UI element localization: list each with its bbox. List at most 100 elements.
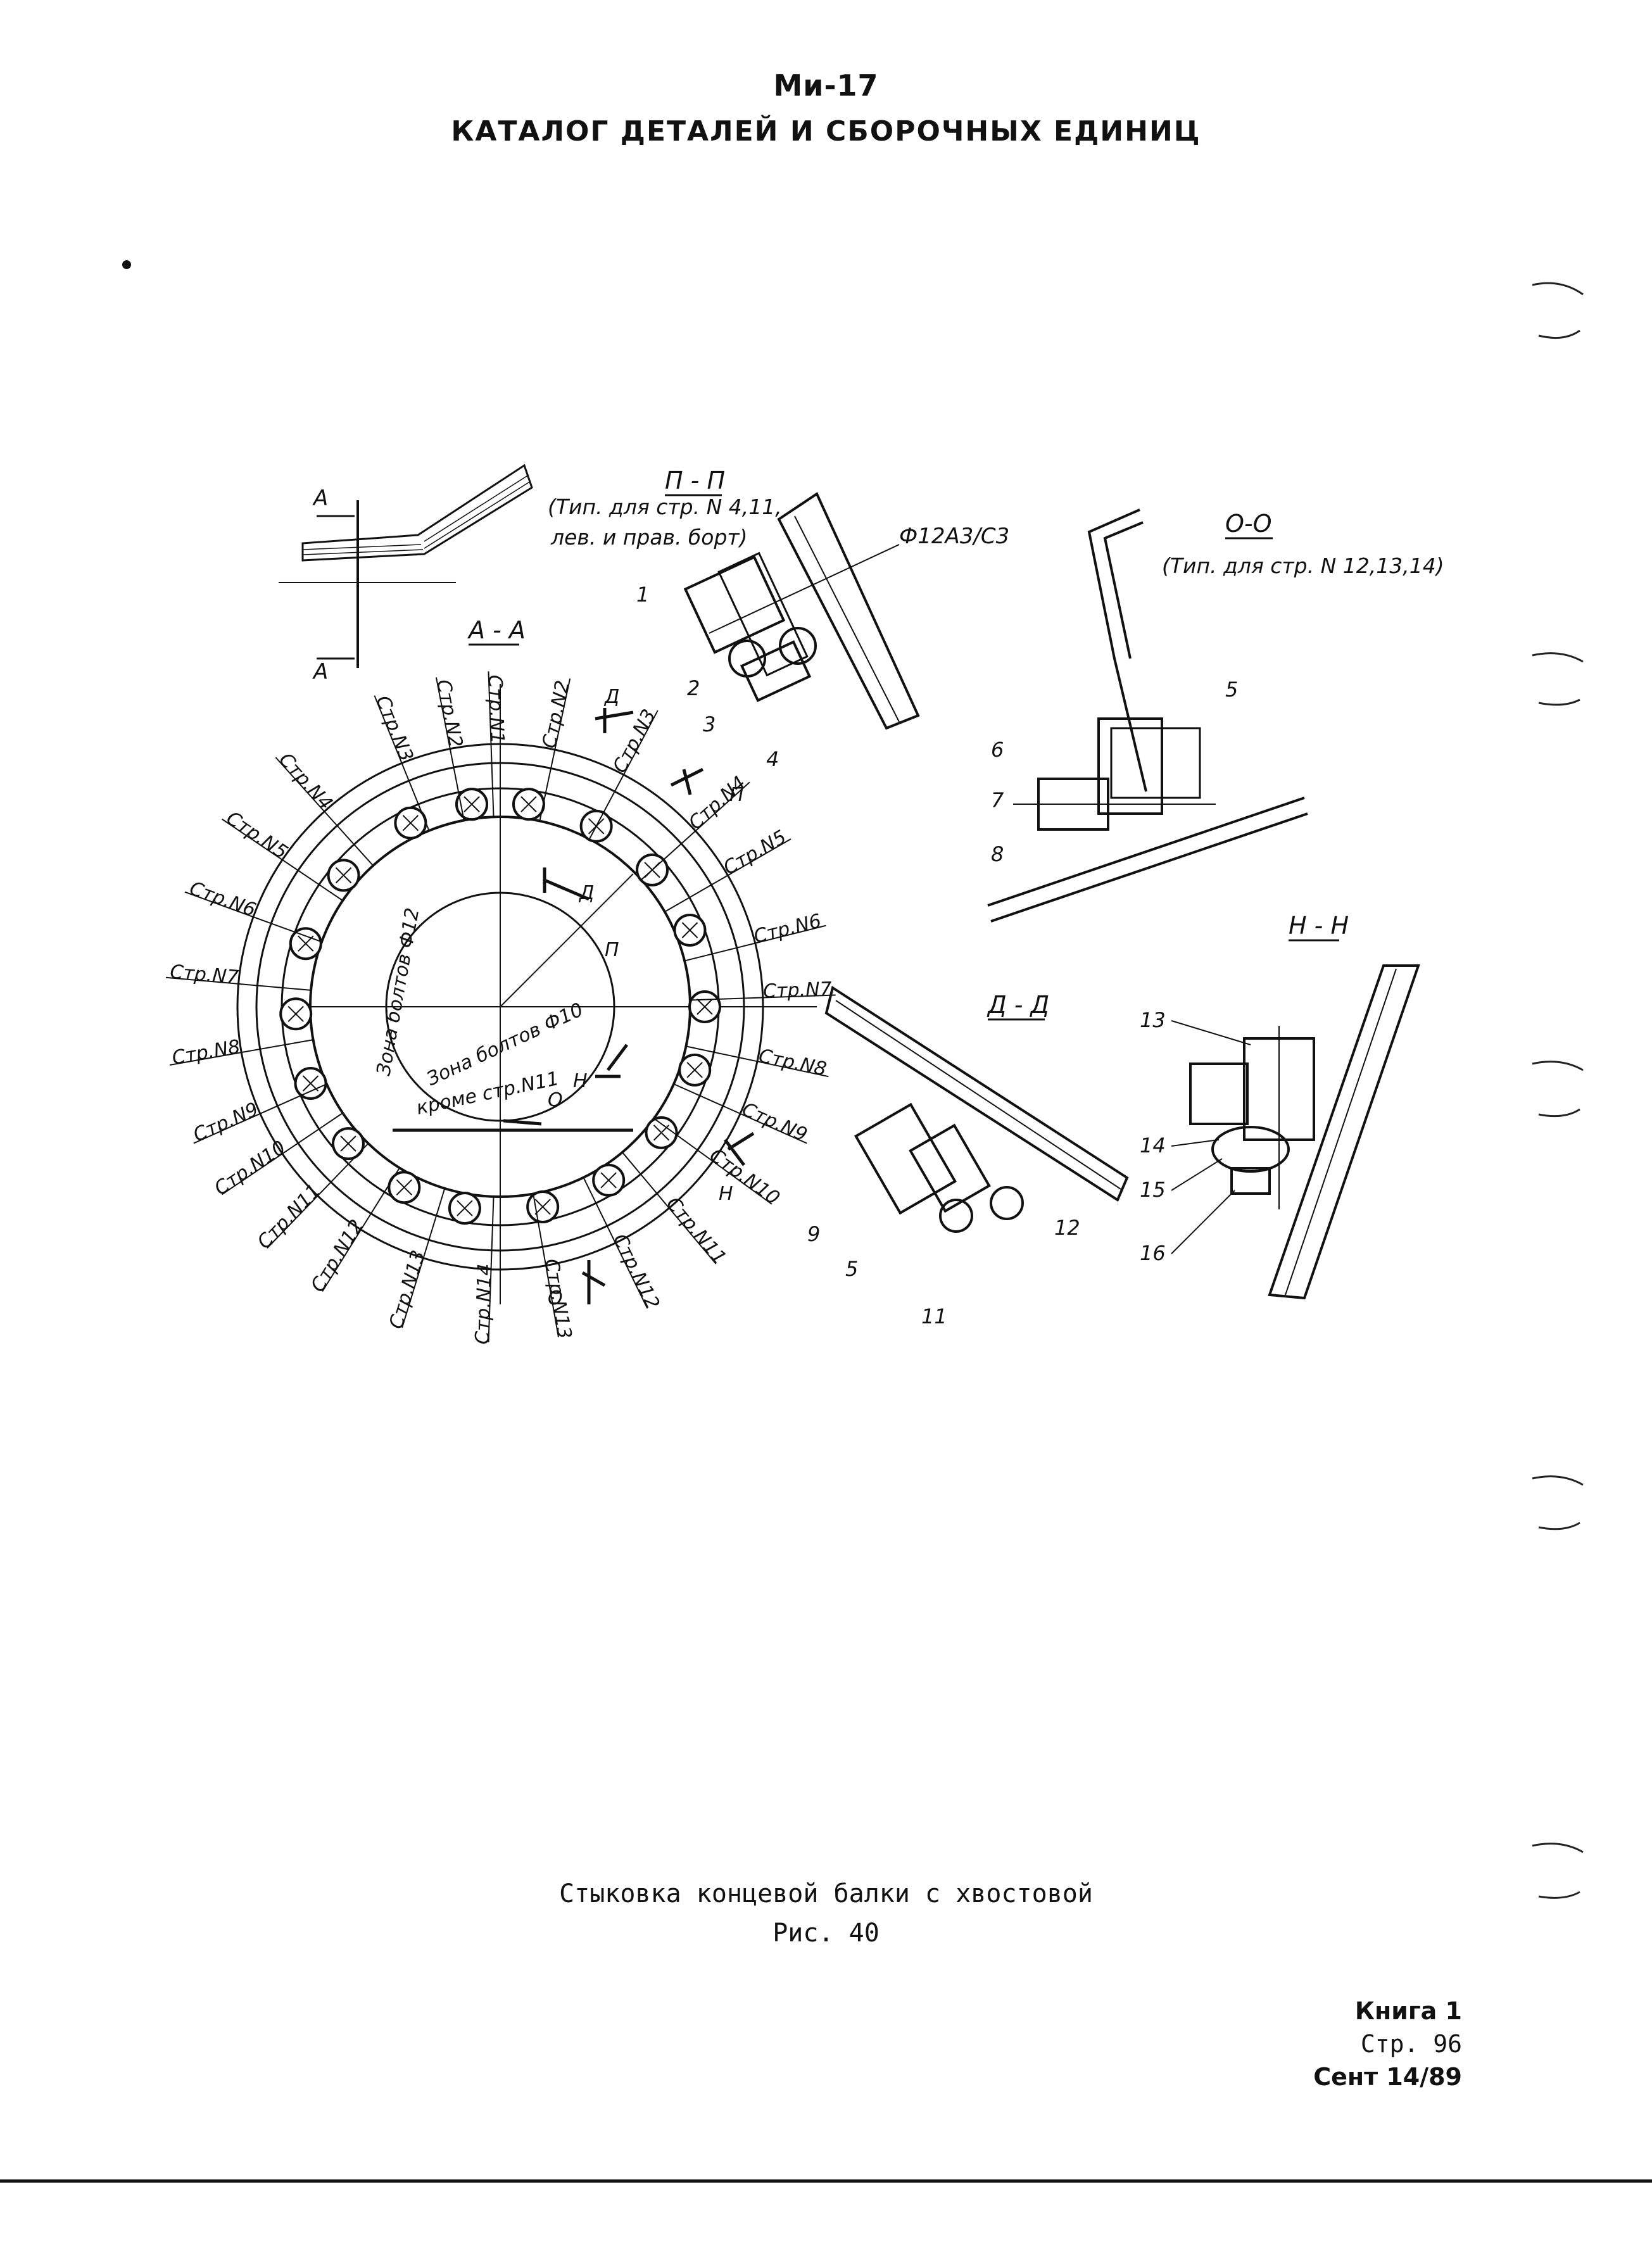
stringer-label-5: Стр.N5 [222,807,292,864]
stringer-leader [622,1152,717,1264]
section-pp-title: П - П [665,467,725,495]
stringer-leader [583,1177,648,1309]
stringer-leader [322,1167,400,1292]
stringer-label-11: Стр.N11 [253,1180,325,1253]
bolt-cross [298,935,314,952]
stringer-leader [686,1045,829,1078]
bolt-cross [600,1172,617,1189]
section-oo: О-О (Тип. для стр. N 12,13,14) 5 6 7 8 [987,508,1444,923]
item-9: 9 [807,1222,820,1246]
stringer-label-2: Стр.N2 [538,679,574,750]
stringer-leader [374,695,430,831]
speck [122,260,131,269]
section-aa-title: А - А [467,616,526,644]
section-dd-title: Д - Д [987,991,1049,1019]
hole-mark [1538,1891,1580,1899]
stringer-leader [664,838,791,912]
cut-mark-d-inner: Д [578,882,594,904]
stringer-leader [539,678,571,821]
catalog-title: КАТАЛОГ ДЕТАЛЕЙ И СБОРОЧНЫХ ЕДИНИЦ [451,115,1201,148]
aircraft-title: Ми-17 [773,68,879,103]
cut-mark-p: П [729,784,744,806]
item-8: 8 [991,842,1004,866]
bolt-cross [335,867,352,884]
section-oo-title: О-О [1225,510,1272,538]
stringer-label-10: Стр.N10 [210,1137,289,1200]
hole-mark [1538,329,1580,339]
stringer-label-5: Стр.N5 [720,826,790,880]
cut-mark-o: О [548,1287,563,1309]
stringer-label-12: Стр.N12 [608,1230,664,1313]
hole-mark [1538,1522,1580,1530]
stringer-label-2: Стр.N2 [432,678,467,749]
section-dd: Д - Д 9 5 11 12 [807,985,1129,1328]
item-7: 7 [991,788,1004,812]
cut-mark-p-inner: П [605,939,619,961]
zone-10-label: Зона болтов Ф10 [424,999,587,1090]
stringer-leader [222,1112,343,1195]
pp-dimension: Ф12А3/С3 [899,524,1009,549]
book-label: Книга 1 [1354,1997,1462,2025]
bolt-cross [520,796,537,812]
stringer-label-12: Стр.N12 [306,1216,368,1296]
footer-rule [0,2179,1652,2183]
stringer-leader [193,1083,327,1144]
oo-note: (Тип. для стр. N 12,13,14) [1162,553,1444,578]
item-3: 3 [703,712,716,736]
stringer-label-13: Стр.N13 [385,1248,430,1332]
bolt-cross [534,1199,551,1215]
item-11: 11 [921,1304,947,1328]
stringer-leader [653,1118,772,1205]
stringer-lines [165,671,836,1342]
stringer-leader [435,677,465,821]
hole-mark [1532,652,1584,663]
bolt-cross [681,922,698,938]
hole-mark [1532,1843,1584,1853]
stringer-leader [169,1039,313,1066]
stringer-label-3: Стр.N3 [371,693,417,765]
stringer-label-6: Стр.N6 [752,910,824,948]
cut-markers [503,708,755,1304]
bolt-cross [287,1006,304,1022]
view-a-sketch [279,463,533,668]
item-6: 6 [991,738,1004,762]
stringer-label-6: Стр.N6 [187,877,259,921]
section-aa: А - А Стр.N1Стр.N2Стр.N3Стр.N4Стр.N5Стр.… [165,616,836,1345]
hole-mark [1532,1061,1584,1071]
stringer-leader [690,994,836,1001]
hole-mark [1532,1475,1584,1486]
stringer-leader [488,1196,495,1342]
bolt-cross [686,1062,703,1078]
stringer-leader [401,1188,446,1328]
bolt-cross [396,1179,413,1195]
item-16: 16 [1140,1241,1166,1265]
cut-mark-d: Д [603,686,619,708]
bolt-cross [340,1135,356,1152]
bolt-cross [402,814,419,831]
section-pp: П - П (Тип. для стр. N 4,11, лев. и прав… [548,467,1009,771]
bolt-cross [457,1200,473,1216]
stringer-leader [673,1083,807,1144]
item-4: 4 [766,747,779,771]
view-mark-a-top: А [312,486,328,511]
zone-12-label: Зона болтов Ф12 [372,906,424,1077]
stringer-leader [267,1143,369,1249]
binder-hole-marks [1532,282,1584,1899]
stringer-label-8: Стр.N8 [757,1045,828,1081]
item-1: 1 [636,583,649,607]
bolt-cross [463,796,480,812]
stringer-leader [588,710,659,840]
stringer-label-9: Стр.N9 [739,1098,810,1146]
section-nn: Н - Н 13 14 15 16 [1140,912,1420,1300]
cut-mark-o-inner: О [548,1089,563,1111]
stringer-leader [684,924,826,962]
item-12: 12 [1054,1216,1080,1240]
stringer-label-7: Стр.N7 [763,978,833,1003]
cut-mark-n: Н [719,1183,733,1205]
revision-date: Сент 14/89 [1313,2063,1462,2091]
page-label: Стр. 96 [1360,2030,1462,2058]
view-mark-a-bottom: А [312,659,328,684]
hole-mark [1532,282,1584,296]
figure-number: Рис. 40 [772,1919,880,1948]
